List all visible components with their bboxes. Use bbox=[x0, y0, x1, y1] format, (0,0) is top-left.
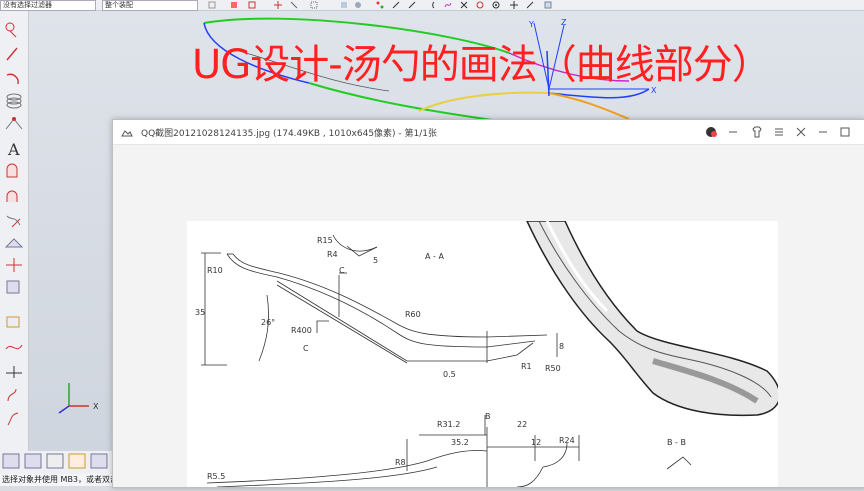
cross-icon[interactable] bbox=[460, 1, 468, 9]
circle-point-icon[interactable] bbox=[476, 1, 484, 9]
arc-tool-icon[interactable] bbox=[2, 69, 26, 89]
curve-model: Y Z X X bbox=[58, 17, 657, 414]
snap-points-icon[interactable] bbox=[376, 1, 384, 9]
dim-r10: R10 bbox=[207, 266, 223, 275]
box-select-icon[interactable] bbox=[310, 1, 318, 9]
dim-r5-5: R5.5 bbox=[207, 472, 225, 481]
surface-icon[interactable] bbox=[2, 453, 20, 469]
top-toolbar: 没有选择过滤器 整个装配 bbox=[0, 0, 864, 11]
dim-r4: R4 bbox=[327, 250, 338, 259]
dim-r31-2: R31.2 bbox=[437, 420, 460, 429]
left-toolbar: A bbox=[0, 11, 29, 451]
plus-icon[interactable] bbox=[274, 1, 282, 9]
engineering-drawing: A - A C C R15 R4 5 R10 35 26° R400 R60 0… bbox=[195, 220, 781, 488]
dim-r15: R15 bbox=[317, 236, 333, 245]
menu-icon[interactable] bbox=[773, 126, 785, 138]
surface-tools bbox=[2, 453, 108, 469]
dim-r1: R1 bbox=[521, 362, 532, 371]
dim-r24: R24 bbox=[559, 436, 575, 445]
minimize-icon[interactable] bbox=[727, 126, 739, 138]
spline-icon[interactable] bbox=[444, 1, 452, 9]
dim-r50: R50 bbox=[545, 364, 561, 373]
offset-curve-icon[interactable] bbox=[2, 161, 26, 181]
blend-icon[interactable] bbox=[68, 453, 86, 469]
wcs-triad: X bbox=[58, 383, 99, 414]
status-prompt: 选择对象并使用 MB3，或者双击 bbox=[0, 474, 117, 486]
video-title-overlay: UG设计-汤勺的画法（曲线部分） bbox=[192, 42, 772, 88]
intersect-curve-icon[interactable] bbox=[2, 255, 26, 275]
edit-curve-icon[interactable] bbox=[2, 409, 26, 429]
dim-0-5: 0.5 bbox=[443, 370, 456, 379]
line-icon[interactable] bbox=[392, 1, 400, 9]
arc-icon[interactable] bbox=[428, 1, 436, 9]
diagonal-icon[interactable] bbox=[526, 1, 534, 9]
tshirt-icon[interactable] bbox=[751, 126, 763, 138]
cube-icon[interactable] bbox=[340, 1, 348, 9]
section-aa-label: A - A bbox=[425, 252, 444, 261]
text-icon[interactable]: A bbox=[2, 139, 26, 159]
maximize-icon[interactable] bbox=[839, 126, 851, 138]
viewer-titlebar[interactable]: QQ截图20121028124135.jpg (174.49KB , 1010x… bbox=[113, 120, 864, 145]
arrow-icon[interactable] bbox=[290, 1, 298, 9]
window-minimize-icon[interactable] bbox=[817, 126, 829, 138]
dim-35: 35 bbox=[195, 308, 205, 317]
svg-text:A: A bbox=[7, 140, 20, 159]
sweep-icon[interactable] bbox=[46, 453, 64, 469]
label-b: B bbox=[485, 412, 491, 421]
point-set-icon[interactable] bbox=[2, 115, 26, 135]
line-icon-2[interactable] bbox=[408, 1, 416, 9]
dim-r400: R400 bbox=[291, 326, 312, 335]
viewer-filename: QQ截图20121028124135.jpg (174.49KB , 1010x… bbox=[141, 129, 438, 139]
axis-y-label: Y bbox=[528, 20, 534, 29]
cylinder-icon[interactable] bbox=[354, 1, 362, 9]
mesh-icon[interactable] bbox=[24, 453, 42, 469]
axis-x-label: X bbox=[651, 86, 657, 95]
selection-scope-combo[interactable]: 整个装配 bbox=[102, 0, 198, 11]
image-viewer-window[interactable]: QQ截图20121028124135.jpg (174.49KB , 1010x… bbox=[112, 119, 864, 488]
offset-surface-icon[interactable] bbox=[90, 453, 108, 469]
section-bb-label: B - B bbox=[667, 438, 686, 447]
wrap-curve-icon[interactable] bbox=[2, 385, 26, 405]
extract-curve-icon[interactable] bbox=[2, 311, 26, 331]
select-box-icon[interactable] bbox=[248, 1, 256, 9]
dim-8: 8 bbox=[559, 342, 564, 351]
label-c-bottom: C bbox=[303, 344, 309, 353]
snap-icon[interactable] bbox=[208, 1, 216, 9]
sheet-icon[interactable] bbox=[544, 1, 552, 9]
dim-22: 22 bbox=[517, 420, 527, 429]
bridge-curve-icon[interactable] bbox=[2, 186, 26, 206]
spoon-3d-render bbox=[525, 220, 781, 417]
plus-point-icon[interactable] bbox=[510, 1, 518, 9]
profile-icon[interactable] bbox=[2, 19, 26, 39]
skin-icon[interactable] bbox=[705, 126, 717, 138]
label-c-top: C bbox=[339, 266, 345, 275]
dim-35-2: 35.2 bbox=[451, 438, 469, 447]
dim-12: 12 bbox=[531, 438, 541, 447]
section-curve-icon[interactable] bbox=[2, 277, 26, 297]
drawing-image[interactable]: A - A C C R15 R4 5 R10 35 26° R400 R60 0… bbox=[187, 220, 781, 488]
join-curve-icon[interactable] bbox=[2, 337, 26, 357]
dim-5: 5 bbox=[373, 256, 378, 265]
line-tool-icon[interactable] bbox=[2, 44, 26, 64]
divide-curve-icon[interactable] bbox=[2, 361, 26, 381]
trim-curve-icon[interactable] bbox=[2, 211, 26, 231]
photo-icon bbox=[121, 130, 133, 137]
helix-icon[interactable] bbox=[2, 91, 26, 111]
project-curve-icon[interactable] bbox=[2, 233, 26, 253]
fullscreen-icon[interactable] bbox=[795, 126, 807, 138]
point-icon[interactable] bbox=[230, 1, 238, 9]
dim-r60: R60 bbox=[405, 310, 421, 319]
target-icon[interactable] bbox=[492, 1, 500, 9]
axis-z-label: Z bbox=[561, 18, 567, 27]
dim-r8: R8 bbox=[395, 458, 406, 467]
selection-filter-combo[interactable]: 没有选择过滤器 bbox=[0, 0, 96, 11]
triad-x-label: X bbox=[93, 402, 99, 411]
dim-angle-26: 26° bbox=[261, 318, 275, 327]
